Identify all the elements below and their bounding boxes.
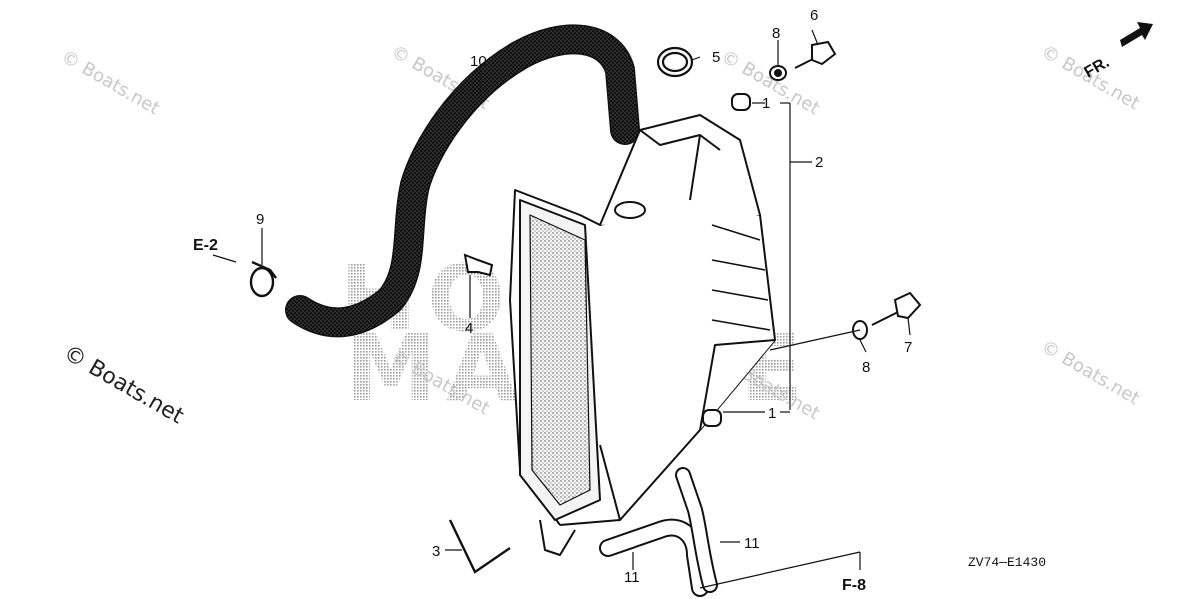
clip-part-4[interactable] bbox=[463, 253, 494, 277]
clamp-part-5[interactable] bbox=[656, 46, 694, 78]
grommet-part-1-top[interactable] bbox=[731, 93, 751, 111]
watermark-text-dark: © Boats.net bbox=[59, 341, 188, 430]
ref-f8: F-8 bbox=[842, 577, 866, 594]
washer-part-8-top[interactable] bbox=[769, 65, 787, 81]
callout-7: 7 bbox=[904, 339, 912, 356]
air-duct-part-2[interactable] bbox=[509, 114, 776, 556]
callout-4: 4 bbox=[465, 320, 473, 337]
bolt-part-7[interactable] bbox=[871, 291, 922, 326]
callout-5: 5 bbox=[712, 49, 720, 66]
callout-8-top: 8 bbox=[772, 25, 780, 42]
clamp-part-9[interactable] bbox=[249, 260, 277, 298]
callout-11-left: 11 bbox=[624, 569, 640, 586]
callouts: 10 5 8 6 1 2 9 4 7 8 1 3 11 11 bbox=[256, 7, 912, 586]
watermark-text: © Boats.net bbox=[1038, 336, 1144, 409]
leader-lines bbox=[212, 29, 911, 589]
bolt-part-6[interactable] bbox=[794, 40, 837, 69]
callout-1-bottom: 1 bbox=[768, 405, 776, 422]
callout-2: 2 bbox=[815, 154, 823, 171]
diagram-code: ZV74—E1430 bbox=[968, 555, 1046, 570]
callout-8-bottom: 8 bbox=[862, 359, 870, 376]
callout-10: 10 bbox=[470, 53, 487, 70]
hose-part-11[interactable] bbox=[599, 467, 718, 597]
callout-1-top: 1 bbox=[762, 95, 770, 112]
front-direction-arrow bbox=[1120, 22, 1153, 47]
hose-part-10[interactable] bbox=[285, 24, 640, 338]
grommet-part-1-bottom[interactable] bbox=[702, 409, 722, 427]
callout-9: 9 bbox=[256, 211, 264, 228]
watermark-text: © Boats.net bbox=[58, 46, 164, 119]
callout-6: 6 bbox=[810, 7, 818, 24]
ref-e2: E-2 bbox=[193, 237, 218, 254]
reference-labels: E-2 F-8 FR. ZV74—E1430 bbox=[193, 54, 1112, 594]
callout-11-right: 11 bbox=[744, 535, 760, 552]
wire-part-3[interactable] bbox=[448, 519, 511, 574]
callout-3: 3 bbox=[432, 543, 440, 560]
